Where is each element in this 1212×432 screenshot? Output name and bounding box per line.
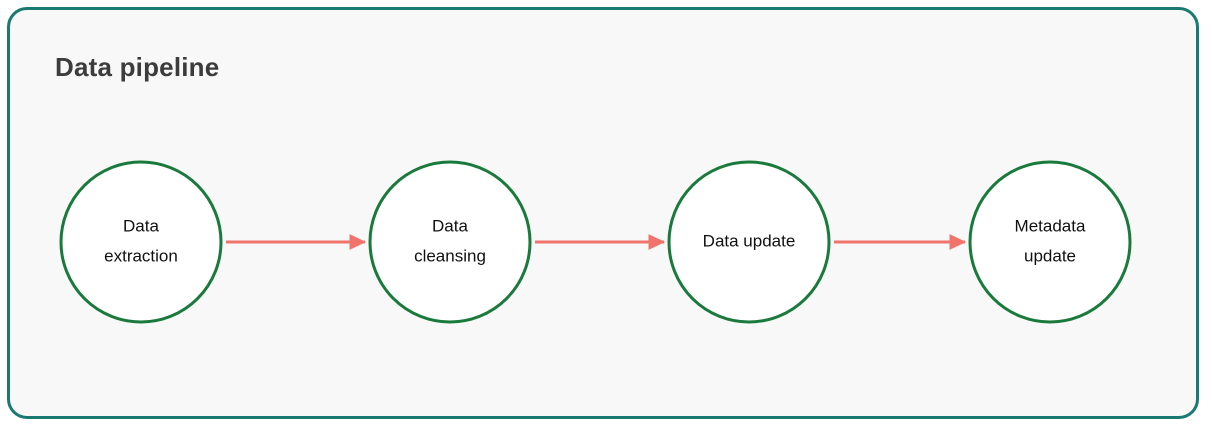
node-label-data-extraction: extraction	[104, 246, 178, 265]
node-circle-metadata-update[interactable]	[968, 160, 1132, 324]
node-label-data-update: Data update	[703, 231, 796, 250]
node-data-update[interactable]: Data update	[667, 160, 831, 324]
node-metadata-update[interactable]: Metadata update	[968, 160, 1132, 324]
node-label-data-extraction: Data	[123, 216, 159, 235]
node-circle-data-extraction[interactable]	[59, 160, 223, 324]
diagram-card: Data pipeline Data extraction Data cleansin…	[7, 7, 1199, 419]
page-title: Data pipeline	[55, 52, 220, 82]
node-data-cleansing[interactable]: Data cleansing	[368, 160, 532, 324]
node-circle-data-cleansing[interactable]	[368, 160, 532, 324]
nodes-layer: Data extraction Data cleansing Data update Me…	[59, 160, 1132, 324]
node-label-metadata-update: Metadata	[1015, 216, 1086, 235]
node-label-metadata-update: update	[1024, 246, 1076, 265]
node-label-data-cleansing: cleansing	[414, 246, 486, 265]
node-circle-data-update[interactable]	[667, 160, 831, 324]
node-data-extraction[interactable]: Data extraction	[59, 160, 223, 324]
pipeline-diagram: Data extraction Data cleansing Data update Me…	[59, 160, 1132, 324]
node-label-data-cleansing: Data	[432, 216, 468, 235]
